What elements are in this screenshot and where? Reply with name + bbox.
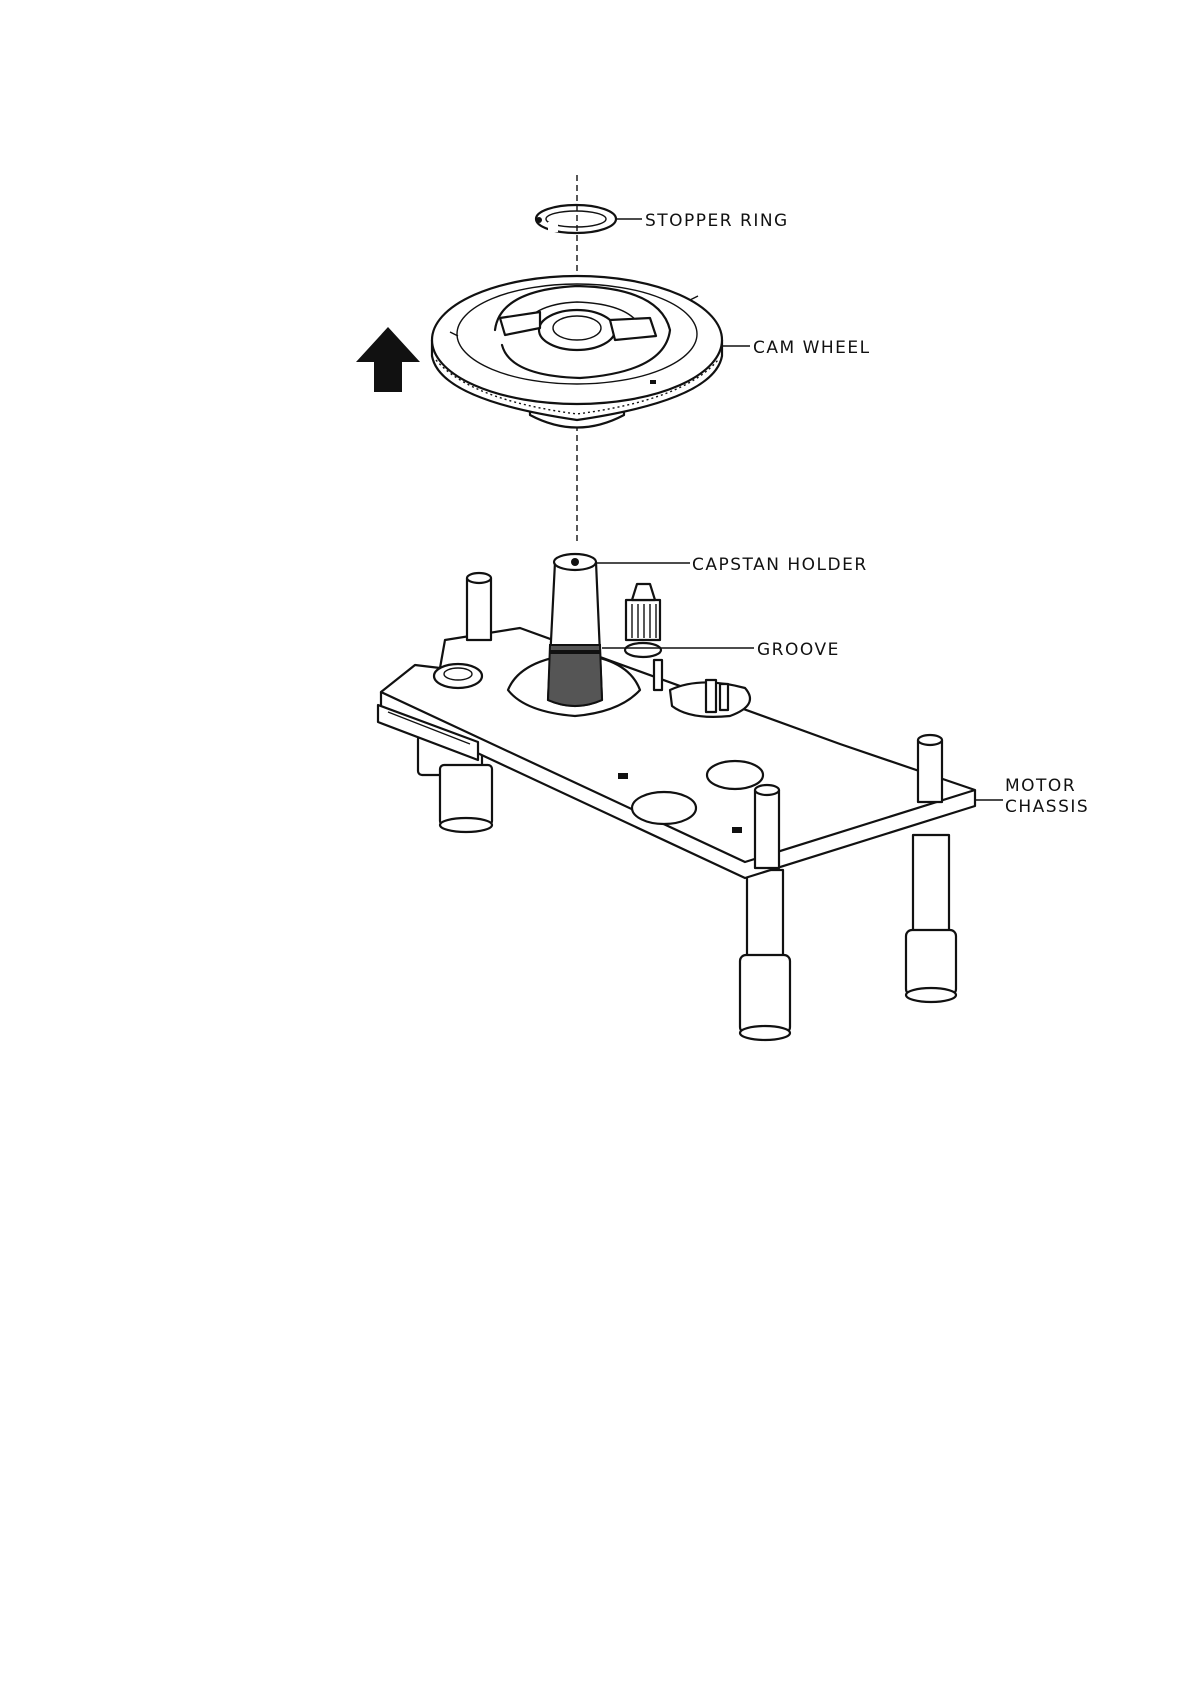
rear-left-post: [467, 573, 491, 640]
small-gear: [625, 584, 661, 657]
rear-right-post: [918, 735, 942, 802]
capstan-holder-label: CAPSTAN HOLDER: [692, 555, 868, 575]
rear-support-leg: [906, 835, 956, 1002]
cam-wheel-label: CAM WHEEL: [753, 338, 871, 358]
capstan-holder: [548, 554, 602, 706]
cam-wheel: [432, 276, 722, 428]
stopper-ring: [536, 205, 616, 233]
stopper-ring-label: STOPPER RING: [645, 211, 789, 231]
motor-chassis-label-line2: CHASSIS: [1005, 797, 1089, 817]
up-arrow-icon: [356, 327, 420, 392]
groove-label: GROOVE: [757, 640, 840, 660]
front-support-leg: [740, 870, 790, 1040]
front-right-post: [755, 785, 779, 868]
motor-chassis-label-line1: MOTOR: [1005, 776, 1076, 796]
motor-chassis-plate: [378, 628, 975, 878]
